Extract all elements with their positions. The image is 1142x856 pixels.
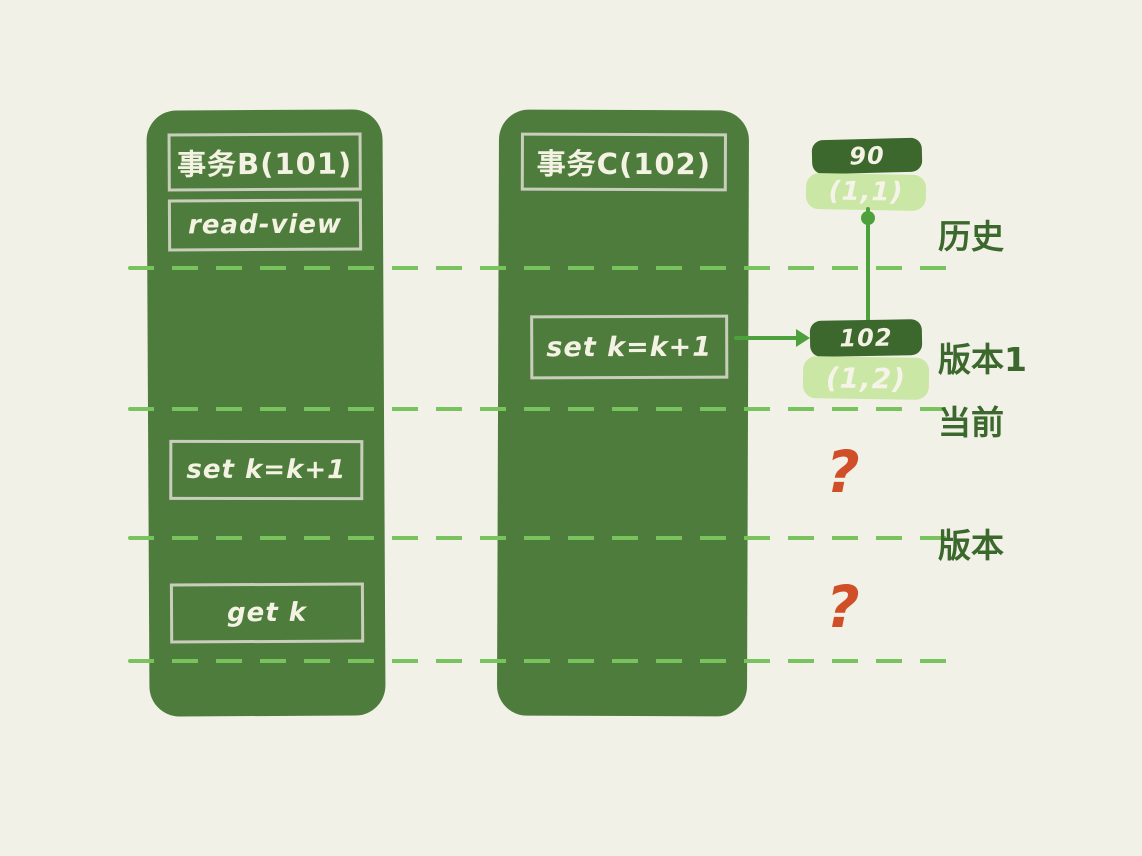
history-version-row-value-pill: (1,1) <box>805 172 927 212</box>
transaction-c-column: 事务C(102) set k=k+1 <box>496 109 750 717</box>
timeline-dashed-line-1 <box>128 266 950 270</box>
history-version-trx-id-pill: 90 <box>811 137 923 175</box>
transaction-c-set-k-step: set k=k+1 <box>530 314 729 380</box>
question-mark-1: ? <box>826 438 860 506</box>
transaction-c-title: 事务C(102) <box>520 132 727 192</box>
current-version-label-line2: 版本 <box>938 526 1004 565</box>
history-version-label: 历史 版本1 <box>938 134 1027 462</box>
timeline-dashed-line-3 <box>128 536 950 540</box>
current-version-label-line1: 当前 <box>938 403 1004 442</box>
version-chain-connector-line <box>866 207 870 323</box>
transaction-b-title: 事务B(101) <box>167 132 362 192</box>
history-version-label-line2: 版本1 <box>938 340 1027 379</box>
current-version-row-value-pill: (1,2) <box>802 356 930 400</box>
transaction-b-read-view-step: read-view <box>167 198 363 252</box>
transaction-b-set-k-step: set k=k+1 <box>169 439 364 501</box>
history-version-label-line1: 历史 <box>938 217 1004 256</box>
timeline-dashed-line-2 <box>128 407 950 411</box>
question-mark-2: ? <box>826 573 860 641</box>
current-version-label: 当前 版本 <box>938 320 1004 648</box>
set-k-to-current-version-arrowhead-icon <box>796 329 810 347</box>
transaction-b-get-k-step: get k <box>169 582 365 644</box>
set-k-to-current-version-arrow-line <box>734 336 798 340</box>
version-chain-connector-dot <box>861 211 875 225</box>
timeline-dashed-line-4 <box>128 659 950 663</box>
current-version-trx-id-pill: 102 <box>809 319 923 357</box>
transaction-b-column: 事务B(101) read-view set k=k+1 get k <box>146 109 386 717</box>
